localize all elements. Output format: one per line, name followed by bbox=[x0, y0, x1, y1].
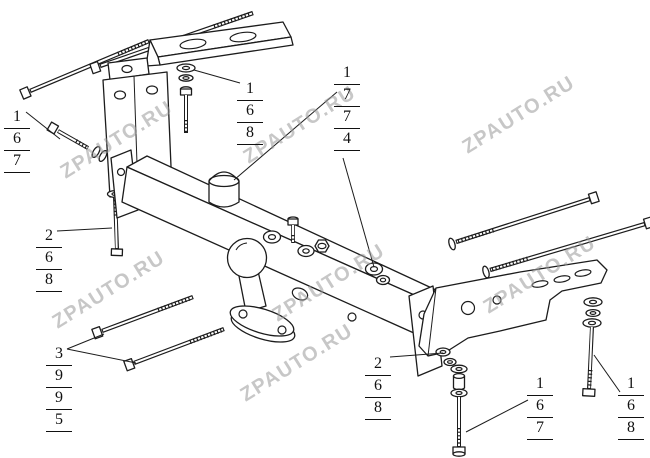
bolt-head bbox=[19, 86, 32, 100]
watermark-text: ZPAUTO.RU bbox=[49, 247, 169, 334]
slot-hole bbox=[574, 269, 592, 277]
washer bbox=[448, 237, 456, 251]
callout-bracket-bolt: 1 6 8 bbox=[237, 79, 263, 145]
callout-far-right-bolt: 1 6 8 bbox=[618, 374, 644, 440]
ball-cover-cylinder bbox=[208, 171, 240, 208]
callout-number: 6 bbox=[36, 248, 62, 270]
leader-lines bbox=[25, 69, 621, 433]
leader-line bbox=[389, 352, 444, 358]
callout-number: 7 bbox=[4, 151, 30, 173]
callout-number: 7 bbox=[527, 418, 553, 440]
leader-line bbox=[25, 111, 61, 140]
callout-number: 9 bbox=[46, 366, 72, 388]
bolt-head bbox=[89, 60, 102, 75]
callout-number: 2 bbox=[365, 354, 391, 376]
washer bbox=[91, 145, 101, 159]
leader-line bbox=[465, 399, 529, 433]
callout-number: 7 bbox=[334, 85, 360, 107]
callout-number: 6 bbox=[527, 396, 553, 418]
callout-number: 6 bbox=[237, 101, 263, 123]
long-bolt-right-1 bbox=[448, 191, 600, 251]
leader-line bbox=[56, 227, 113, 232]
right-bracket-bolt-stack bbox=[450, 364, 468, 457]
watermark-text: ZPAUTO.RU bbox=[459, 72, 579, 159]
callout-number: 1 bbox=[237, 79, 263, 101]
bolt-head bbox=[587, 191, 600, 205]
callout-number: 8 bbox=[36, 270, 62, 292]
right-bracket-plate bbox=[418, 259, 608, 357]
tow-ball-assembly bbox=[226, 237, 296, 343]
bolt-head bbox=[46, 121, 60, 135]
bolt-head bbox=[123, 357, 136, 372]
callout-number: 1 bbox=[334, 63, 360, 85]
slot-hole bbox=[531, 280, 549, 288]
slot-hole bbox=[229, 31, 257, 43]
far-right-bolt-stack bbox=[581, 297, 603, 397]
leader-line bbox=[233, 91, 338, 181]
callout-number: 7 bbox=[334, 107, 360, 129]
leader-line bbox=[342, 157, 375, 268]
crossbeam bbox=[121, 155, 437, 339]
callout-ball-cover: 1 7 7 4 bbox=[334, 63, 360, 151]
bolt-head bbox=[642, 216, 650, 230]
callout-number: 8 bbox=[618, 418, 644, 440]
callout-number: 8 bbox=[237, 123, 263, 145]
washer bbox=[482, 265, 490, 279]
callout-number: 9 bbox=[46, 388, 72, 410]
slot-hole bbox=[553, 275, 571, 283]
callout-number: 1 bbox=[618, 374, 644, 396]
callout-bracket-pin: 2 6 8 bbox=[36, 226, 62, 292]
callout-number: 6 bbox=[365, 376, 391, 398]
callout-ball-mount-bolts: 3 9 9 5 bbox=[46, 344, 72, 432]
callout-left-mount-bolt: 1 6 7 bbox=[4, 107, 30, 173]
tow-ball bbox=[226, 237, 268, 279]
callout-number: 8 bbox=[365, 398, 391, 420]
bolt-head bbox=[287, 218, 299, 226]
center-hardware bbox=[262, 216, 391, 286]
bolt-head bbox=[179, 88, 193, 96]
callout-number: 6 bbox=[4, 129, 30, 151]
callout-number: 6 bbox=[618, 396, 644, 418]
bolt-head bbox=[110, 248, 124, 257]
callout-right-bracket-bolt: 1 6 7 bbox=[527, 374, 553, 440]
callout-number: 1 bbox=[527, 374, 553, 396]
long-bolt-right-2 bbox=[482, 216, 650, 279]
leader-line bbox=[193, 69, 241, 84]
top-bracket-strap bbox=[145, 21, 294, 67]
slot-hole bbox=[179, 38, 207, 50]
washer bbox=[98, 149, 108, 163]
callout-number: 2 bbox=[36, 226, 62, 248]
bolt-head bbox=[581, 388, 596, 397]
long-bolt-top-left-1 bbox=[19, 38, 150, 100]
callout-number: 1 bbox=[4, 107, 30, 129]
ball-mount-bolt-2 bbox=[123, 326, 225, 372]
bracket-bolt-with-washers bbox=[176, 63, 196, 133]
callout-number: 4 bbox=[334, 129, 360, 151]
callout-number: 5 bbox=[46, 410, 72, 432]
leader-line bbox=[66, 333, 105, 350]
right-plate-washers bbox=[435, 347, 457, 367]
callout-number: 3 bbox=[46, 344, 72, 366]
leader-line bbox=[593, 354, 621, 393]
leader-line bbox=[66, 348, 137, 364]
callout-right-plate-washers: 2 6 8 bbox=[365, 354, 391, 420]
